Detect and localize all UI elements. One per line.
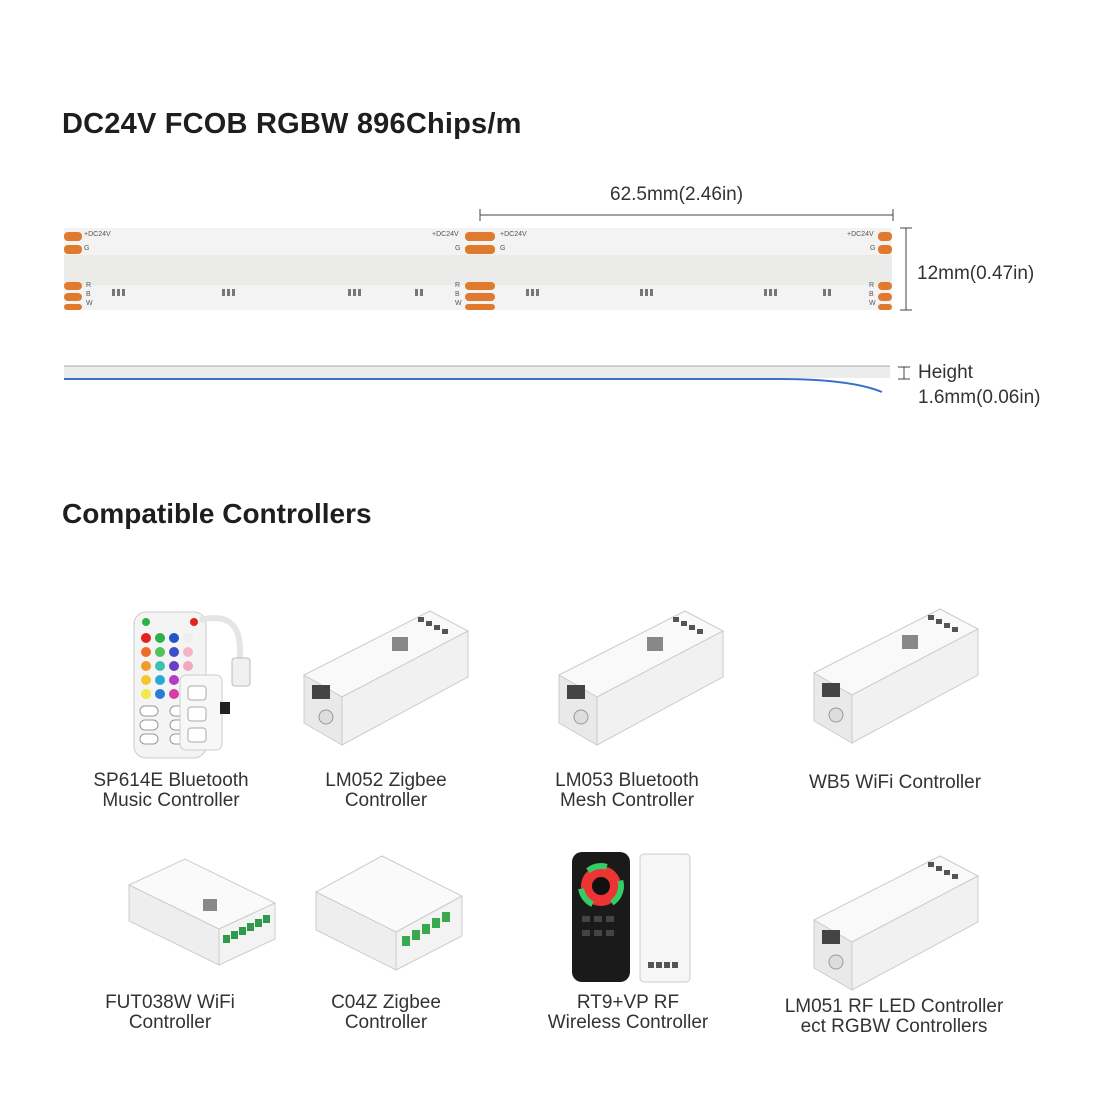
pad-label-b-left: B <box>86 291 91 298</box>
width-label: 12mm(0.47in) <box>917 263 1035 284</box>
pad-label-g-mid2: G <box>500 245 506 252</box>
cut-length-label: 62.5mm(2.46in) <box>610 184 744 205</box>
rt9-vp-controller-image <box>572 852 691 983</box>
controller-caption: WB5 WiFi Controller <box>808 772 982 793</box>
height-value: 1.6mm(0.06in) <box>918 387 1041 408</box>
pad-label-w-left: W <box>86 300 93 307</box>
pad-label-w-mid: W <box>455 300 462 307</box>
pad-label-r-left: R <box>86 282 92 289</box>
wb5-controller-image <box>812 608 980 744</box>
pad-label-b-right: B <box>869 291 874 298</box>
fut038w-controller-image <box>127 858 277 966</box>
pad-label-g-right: G <box>870 245 876 252</box>
pad-label-r-mid: R <box>455 282 461 289</box>
led-strip-side-view <box>64 365 910 393</box>
pad-label-b-mid: B <box>455 291 460 298</box>
page-title: DC24V FCOB RGBW 896Chips/m <box>62 108 522 140</box>
controllers-heading: Compatible Controllers <box>62 498 372 529</box>
pad-label-g-left: G <box>84 245 90 252</box>
pad-label-plus-mid2: +DC24V <box>500 231 527 238</box>
lm052-controller-image <box>302 610 470 746</box>
pad-label-g-mid1: G <box>455 245 461 252</box>
c04z-controller-image <box>314 855 464 971</box>
led-strip-top-view <box>64 209 912 311</box>
sp614e-controller-image <box>133 611 251 759</box>
lm051-controller-image <box>812 855 980 991</box>
pad-label-plus-right: +DC24V <box>847 231 874 238</box>
pad-label-r-right: R <box>869 282 875 289</box>
pad-label-plus-left: +DC24V <box>84 231 111 238</box>
pad-label-plus-mid1: +DC24V <box>432 231 459 238</box>
lm053-controller-image <box>557 610 725 746</box>
height-label: Height <box>918 362 973 383</box>
pad-label-w-right: W <box>869 300 876 307</box>
